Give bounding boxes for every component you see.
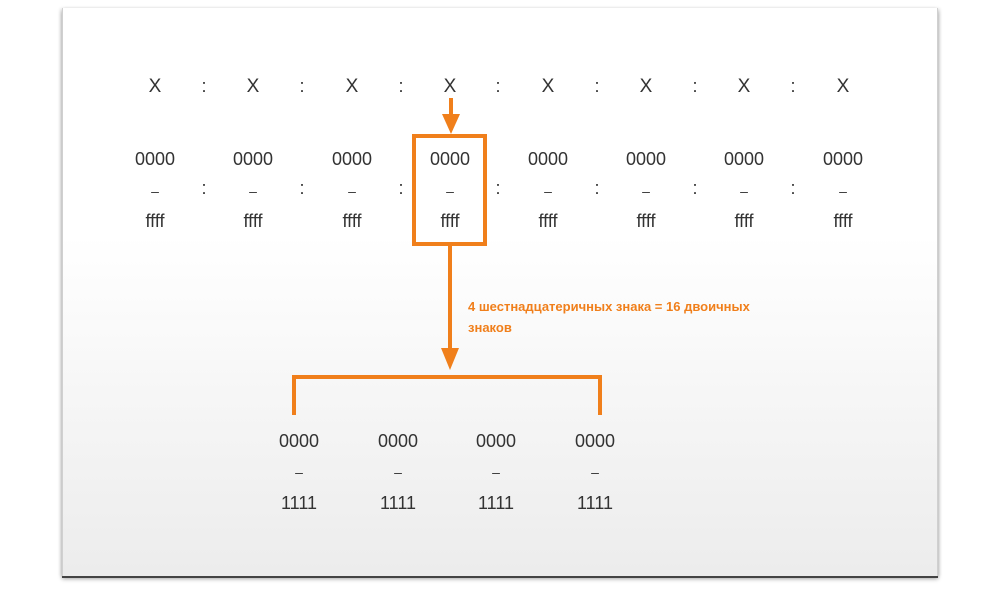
annotation-text: 4 шестнадцатеричных знака = 16 двоичных … xyxy=(468,299,750,335)
hextet-min-4: 0000 xyxy=(429,149,471,169)
group-x-5: X xyxy=(541,76,555,97)
nibble-max-3: 1111 xyxy=(477,493,515,513)
hextet-max-3: ffff xyxy=(342,211,362,231)
group-x-8: X xyxy=(836,76,850,97)
nibble-dash-1: – xyxy=(295,464,303,480)
group-x-6: X xyxy=(639,76,653,97)
hextet-min-1: 0000 xyxy=(134,149,176,169)
separator-mid-5: : xyxy=(594,178,600,198)
separator-mid-3: : xyxy=(398,178,404,198)
separator-top-4: : xyxy=(495,76,501,96)
hextet-dash-2: – xyxy=(249,183,257,199)
nibble-dash-4: – xyxy=(591,464,599,480)
separator-top-3: : xyxy=(398,76,404,96)
hextet-max-7: ffff xyxy=(734,211,754,231)
group-x-2: X xyxy=(246,76,260,97)
nibble-min-1: 0000 xyxy=(278,431,320,451)
hextet-dash-7: – xyxy=(740,183,748,199)
hextet-dash-3: – xyxy=(348,183,356,199)
nibble-dash-3: – xyxy=(492,464,500,480)
hextet-min-7: 0000 xyxy=(723,149,765,169)
group-x-4: X xyxy=(443,76,457,97)
hextet-min-2: 0000 xyxy=(232,149,274,169)
group-x-1: X xyxy=(148,76,162,97)
separator-top-6: : xyxy=(692,76,698,96)
bracket xyxy=(292,375,602,415)
separator-mid-2: : xyxy=(299,178,305,198)
separator-top-1: : xyxy=(201,76,207,96)
hextet-min-5: 0000 xyxy=(527,149,569,169)
hextet-min-3: 0000 xyxy=(331,149,373,169)
hextet-max-8: ffff xyxy=(833,211,853,231)
diagram-panel xyxy=(62,8,938,578)
separator-top-5: : xyxy=(594,76,600,96)
hextet-dash-5: – xyxy=(544,183,552,199)
hextet-min-8: 0000 xyxy=(822,149,864,169)
separator-top-7: : xyxy=(790,76,796,96)
separator-top-2: : xyxy=(299,76,305,96)
hextet-dash-4: – xyxy=(446,183,454,199)
hextet-dash-8: – xyxy=(839,183,847,199)
nibble-min-4: 0000 xyxy=(574,431,616,451)
nibble-max-2: 1111 xyxy=(379,493,417,513)
separator-mid-1: : xyxy=(201,178,207,198)
separator-mid-6: : xyxy=(692,178,698,198)
hextet-min-6: 0000 xyxy=(625,149,667,169)
arrowhead-down-1 xyxy=(442,114,460,134)
hextet-max-6: ffff xyxy=(636,211,656,231)
hextet-max-5: ffff xyxy=(538,211,558,231)
hextet-max-4: ffff xyxy=(440,211,460,231)
nibble-max-4: 1111 xyxy=(576,493,614,513)
arrowhead-down-2 xyxy=(441,348,459,370)
hextet-dash-1: – xyxy=(151,183,159,199)
group-x-7: X xyxy=(737,76,751,97)
nibble-min-2: 0000 xyxy=(377,431,419,451)
hextet-max-1: ffff xyxy=(145,211,165,231)
nibble-min-3: 0000 xyxy=(475,431,517,451)
nibble-max-1: 1111 xyxy=(280,493,318,513)
highlight-box xyxy=(412,134,487,246)
nibble-dash-2: – xyxy=(394,464,402,480)
separator-mid-4: : xyxy=(495,178,501,198)
hextet-max-2: ffff xyxy=(243,211,263,231)
separator-mid-7: : xyxy=(790,178,796,198)
hextet-dash-6: – xyxy=(642,183,650,199)
group-x-3: X xyxy=(345,76,359,97)
